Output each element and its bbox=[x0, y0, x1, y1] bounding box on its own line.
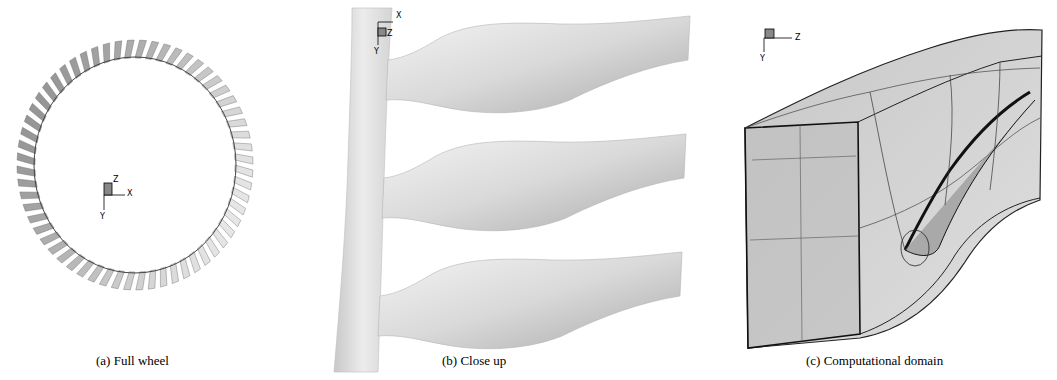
blade bbox=[148, 270, 156, 290]
blade bbox=[230, 131, 250, 138]
axis-triad bbox=[104, 183, 125, 210]
blade bbox=[20, 192, 40, 199]
blade bbox=[21, 127, 39, 143]
blade bbox=[18, 179, 38, 187]
blade bbox=[232, 187, 250, 203]
blade bbox=[18, 140, 36, 154]
blade bbox=[235, 165, 253, 177]
blade bbox=[160, 267, 167, 287]
blade bbox=[135, 40, 147, 58]
blade bbox=[103, 43, 110, 63]
blade bbox=[17, 166, 36, 176]
blade bbox=[386, 16, 690, 113]
blade bbox=[233, 143, 253, 151]
subfigure-caption: (a) Full wheel bbox=[96, 354, 169, 367]
blade bbox=[111, 271, 124, 289]
blade bbox=[114, 41, 122, 61]
axis-label: Z bbox=[795, 34, 800, 42]
axis-label: Z bbox=[387, 30, 392, 38]
blade bbox=[235, 154, 254, 164]
subfigure-caption: (c) Computational domain bbox=[806, 354, 943, 367]
wheel-illustration bbox=[17, 40, 253, 290]
blade bbox=[17, 153, 35, 165]
blade bbox=[382, 134, 686, 231]
closeup-illustration bbox=[334, 8, 690, 372]
axis-label: Z bbox=[113, 176, 118, 184]
blade bbox=[124, 272, 136, 290]
axis-label: X bbox=[396, 12, 401, 20]
axis-label: Y bbox=[374, 48, 379, 56]
blade bbox=[136, 271, 146, 290]
blade bbox=[234, 176, 252, 190]
blade bbox=[146, 41, 159, 59]
blade bbox=[378, 252, 682, 349]
blade bbox=[125, 40, 135, 59]
domain-illustration bbox=[745, 29, 1042, 348]
hub-ring bbox=[34, 57, 236, 273]
axis-label: Y bbox=[760, 55, 765, 63]
axis-label: X bbox=[127, 190, 132, 198]
axis-label: Y bbox=[100, 213, 105, 221]
subfigure-caption: (b) Close up bbox=[442, 354, 506, 367]
